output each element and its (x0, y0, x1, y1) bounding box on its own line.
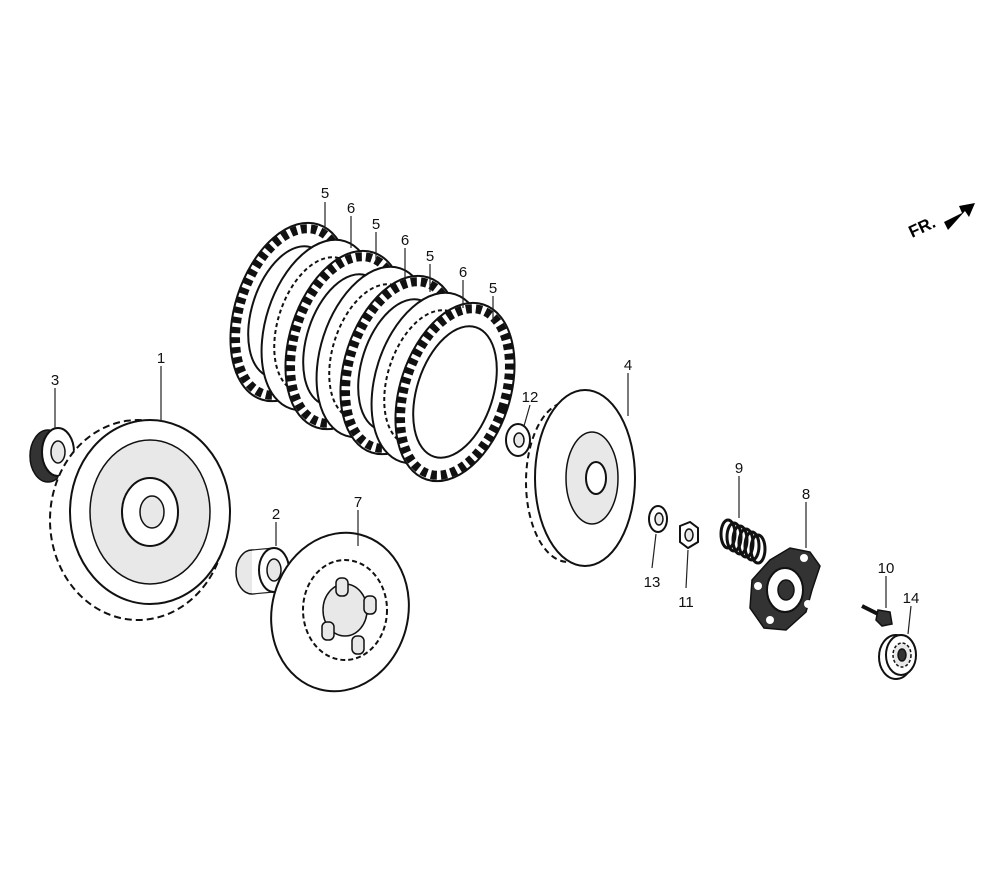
washer-12 (505, 423, 531, 457)
clutch-plates (229, 221, 516, 483)
callout-plate-5a: 5 (321, 185, 329, 202)
lifter-plate-8 (749, 547, 821, 631)
washer-13 (648, 505, 668, 533)
friction-disc-5d (394, 301, 516, 483)
front-label: FR. (906, 213, 939, 242)
callout-labels: 5 6 5 6 5 6 5 1 3 4 12 2 7 9 8 13 11 10 … (51, 185, 920, 611)
bearing-14 (878, 634, 917, 680)
callout-part-9: 9 (735, 460, 743, 477)
lock-nut-11 (679, 520, 699, 550)
arrow-right-icon (944, 203, 975, 230)
callout-part-1: 1 (157, 350, 165, 367)
callout-part-3: 3 (51, 372, 59, 389)
callout-part-2: 2 (272, 506, 280, 523)
callout-plate-5c: 5 (426, 248, 434, 265)
callout-plate-6b: 6 (401, 232, 409, 249)
callout-part-10: 10 (878, 560, 895, 577)
callout-plate-6a: 6 (347, 200, 355, 217)
pressure-plate-7 (270, 531, 410, 693)
callout-part-12: 12 (522, 389, 539, 406)
bolt-10 (861, 604, 893, 627)
callout-plate-6c: 6 (459, 264, 467, 281)
callout-part-8: 8 (802, 486, 810, 503)
callout-part-4: 4 (624, 357, 632, 374)
callout-plate-5d: 5 (489, 280, 497, 297)
callout-plate-5b: 5 (372, 216, 380, 233)
clutch-center-4 (525, 389, 636, 567)
clutch-spring-9 (719, 518, 767, 565)
callout-part-13: 13 (644, 574, 661, 591)
callout-part-7: 7 (354, 494, 362, 511)
front-direction-marker: FR. (906, 203, 975, 242)
callout-part-11: 11 (678, 594, 694, 611)
leader-lines (54, 202, 912, 635)
callout-part-14: 14 (903, 590, 920, 607)
clutch-outer-1 (49, 419, 231, 621)
